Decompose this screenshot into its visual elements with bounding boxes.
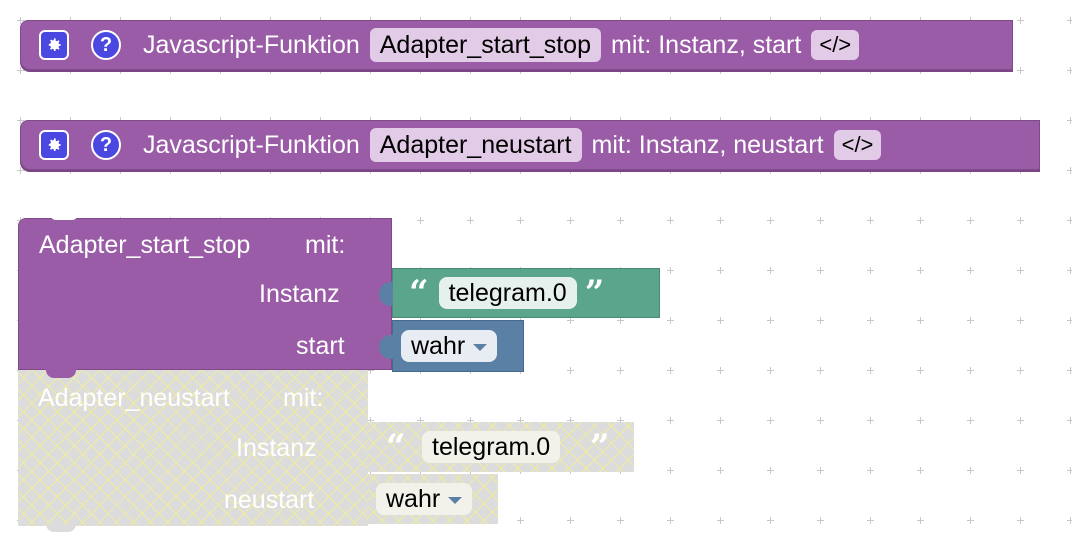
ghost-boolean-value: wahr — [376, 483, 473, 515]
text-value-field[interactable]: telegram.0 — [438, 277, 577, 309]
ghost-text-value: telegram.0 — [422, 431, 561, 463]
input-socket — [379, 282, 393, 306]
ghost-arg-label-instanz: Instanz — [236, 434, 317, 462]
help-icon[interactable]: ? — [91, 130, 121, 160]
ghost-close-quote: ” — [590, 427, 610, 467]
code-editor-button[interactable]: </> — [833, 130, 882, 160]
ghost-boolean-block: wahr — [368, 474, 498, 524]
arg-label-start: start — [296, 332, 345, 360]
javascript-function-block-1[interactable]: ? Javascript-Funktion Adapter_start_stop… — [20, 20, 1013, 70]
boolean-dropdown[interactable]: wahr — [401, 330, 498, 362]
block-bottom-tab — [46, 369, 76, 378]
javascript-function-block-2[interactable]: ? Javascript-Funktion Adapter_neustart m… — [20, 120, 1040, 170]
input-socket — [379, 335, 393, 359]
gear-icon[interactable] — [39, 30, 69, 60]
function-name-field[interactable]: Adapter_start_stop — [369, 28, 601, 62]
open-quote: “ — [409, 273, 429, 313]
ghost-boolean-text: wahr — [386, 485, 441, 513]
ghost-bottom-tab — [46, 524, 76, 532]
block-notch — [50, 214, 78, 220]
ghost-text-block: “ telegram.0 ” — [368, 422, 634, 472]
insertion-marker-block: Adapter_neustart mit: Instanz neustart — [18, 370, 368, 526]
gear-icon[interactable] — [39, 130, 69, 160]
procedure-name: Adapter_start_stop — [39, 231, 251, 259]
text-block[interactable]: “ telegram.0 ” — [379, 268, 660, 318]
help-icon[interactable]: ? — [91, 30, 121, 60]
boolean-value: wahr — [411, 332, 466, 360]
code-editor-button[interactable]: </> — [811, 30, 860, 60]
function-label: Javascript-Funktion — [143, 30, 360, 59]
arg-label-instanz: Instanz — [259, 280, 340, 308]
function-name-field[interactable]: Adapter_neustart — [369, 128, 582, 162]
boolean-block[interactable]: wahr — [379, 320, 524, 372]
dropdown-arrow-icon — [448, 496, 463, 504]
procedure-call-block[interactable]: Adapter_start_stop mit: Instanz start — [18, 218, 392, 370]
function-params-label: mit: Instanz, start — [611, 30, 802, 59]
ghost-open-quote: “ — [386, 427, 406, 467]
close-quote: ” — [584, 273, 605, 313]
function-params-label: mit: Instanz, neustart — [591, 130, 824, 159]
function-label: Javascript-Funktion — [143, 130, 360, 159]
ghost-mit-label: mit: — [283, 384, 324, 412]
dropdown-arrow-icon[interactable] — [473, 343, 488, 351]
procedure-mit-label: mit: — [305, 231, 346, 259]
ghost-arg-label-neustart: neustart — [224, 486, 315, 514]
ghost-procedure-name: Adapter_neustart — [38, 384, 230, 412]
